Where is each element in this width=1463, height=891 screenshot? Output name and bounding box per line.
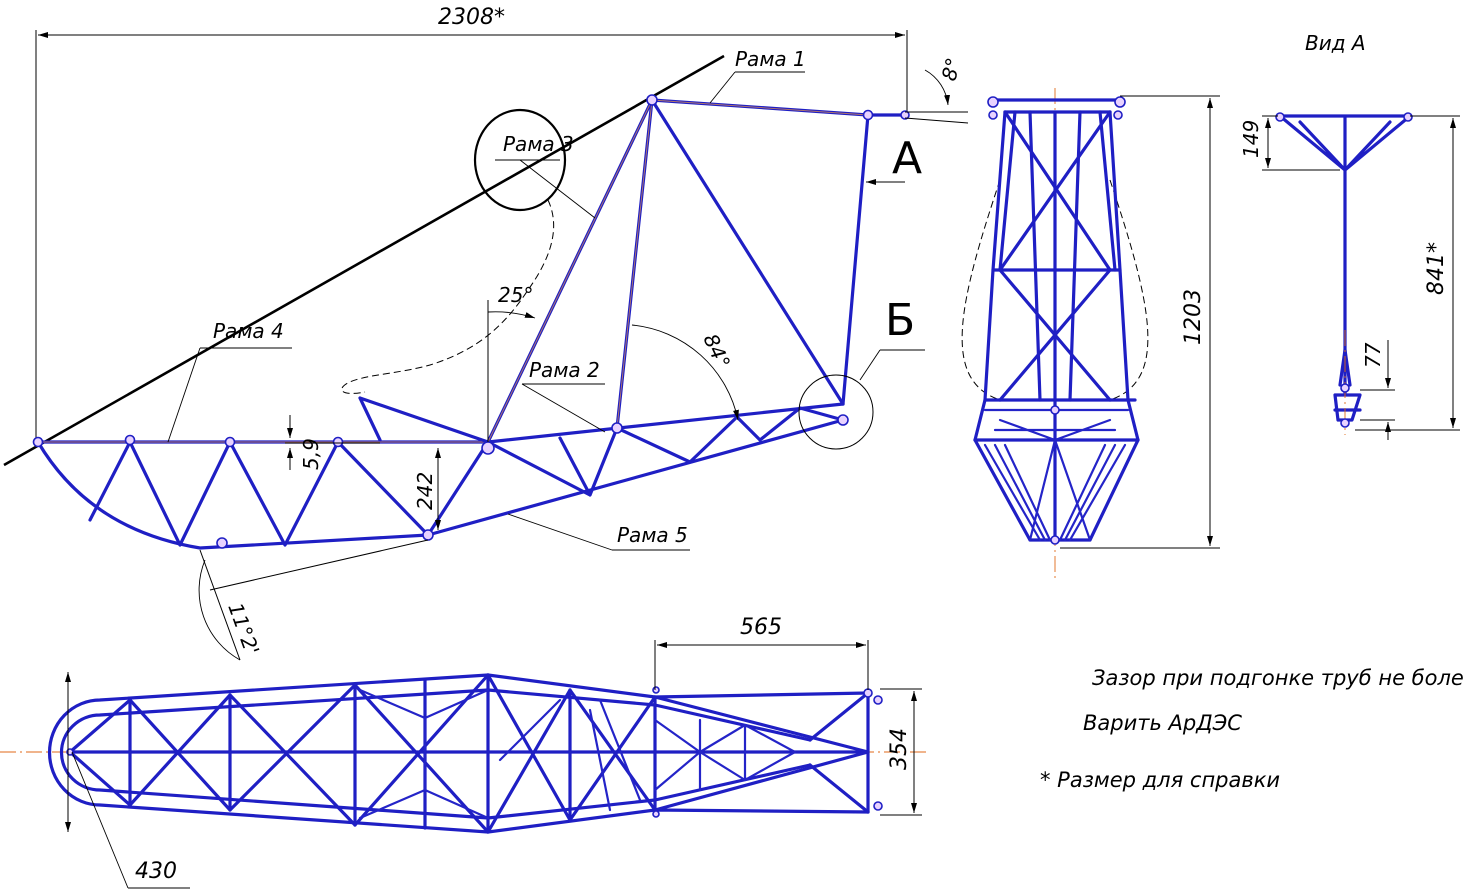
dimension-841: 841* xyxy=(1424,242,1449,295)
dimension-565: 565 xyxy=(740,615,782,640)
side-nodes xyxy=(32,94,910,549)
detail-b-marker: Б xyxy=(885,295,915,346)
dimension-149: 149 xyxy=(1239,120,1263,158)
frame-label-1: Рама 1 xyxy=(709,47,806,104)
note-reference: * Размер для справки xyxy=(1040,768,1280,792)
view-a-marker: А xyxy=(892,133,922,184)
side-view: 2308* xyxy=(3,5,969,661)
frame-label-5: Рама 5 xyxy=(507,513,690,551)
note-gap: Зазор при подгонке труб не более 1,0 xyxy=(1092,666,1463,690)
angle-25: 25° xyxy=(498,283,533,307)
dimension-430: 430 xyxy=(135,859,177,884)
dashed-outline xyxy=(341,199,555,394)
frame3-highlight-circle xyxy=(473,108,567,212)
svg-text:Рама 2: Рама 2 xyxy=(529,358,600,382)
angle-11-2: 11°2' xyxy=(223,600,264,659)
svg-text:Рама 4: Рама 4 xyxy=(213,319,284,343)
top-view: 565 354 430 xyxy=(0,615,930,889)
dimension-77: 77 xyxy=(1361,342,1385,368)
front-truss xyxy=(973,98,1140,542)
dimension-5-9: 5,9 xyxy=(299,438,323,470)
front-view: 1203 xyxy=(961,88,1220,578)
detail-b-circle xyxy=(798,374,874,450)
notes: Зазор при подгонке труб не более 1,0 Вар… xyxy=(1040,666,1463,792)
frame-label-3: Рама 3 xyxy=(495,132,596,219)
dimension-overall-length: 2308* xyxy=(35,5,908,445)
dimension-242: 242 xyxy=(413,472,437,510)
angle-8: 8° xyxy=(937,55,966,83)
frame-label-2: Рама 2 xyxy=(521,358,606,433)
dimension-1203: 1203 xyxy=(1181,289,1206,345)
dimension-354: 354 xyxy=(887,728,912,770)
side-truss xyxy=(36,98,907,550)
dimension-label: 2308* xyxy=(438,5,505,30)
view-a: Вид А 149 841* 77 xyxy=(1239,31,1460,440)
svg-text:Рама 3: Рама 3 xyxy=(503,132,574,156)
view-a-title: Вид А xyxy=(1305,31,1366,55)
svg-text:Рама 1: Рама 1 xyxy=(735,47,806,71)
note-weld: Варить АрДЭС xyxy=(1083,711,1242,735)
svg-text:Рама 5: Рама 5 xyxy=(617,523,688,547)
reference-line xyxy=(3,54,725,467)
angle-84: 84° xyxy=(698,330,735,372)
top-truss xyxy=(47,673,870,834)
frame-label-4: Рама 4 xyxy=(167,319,292,443)
